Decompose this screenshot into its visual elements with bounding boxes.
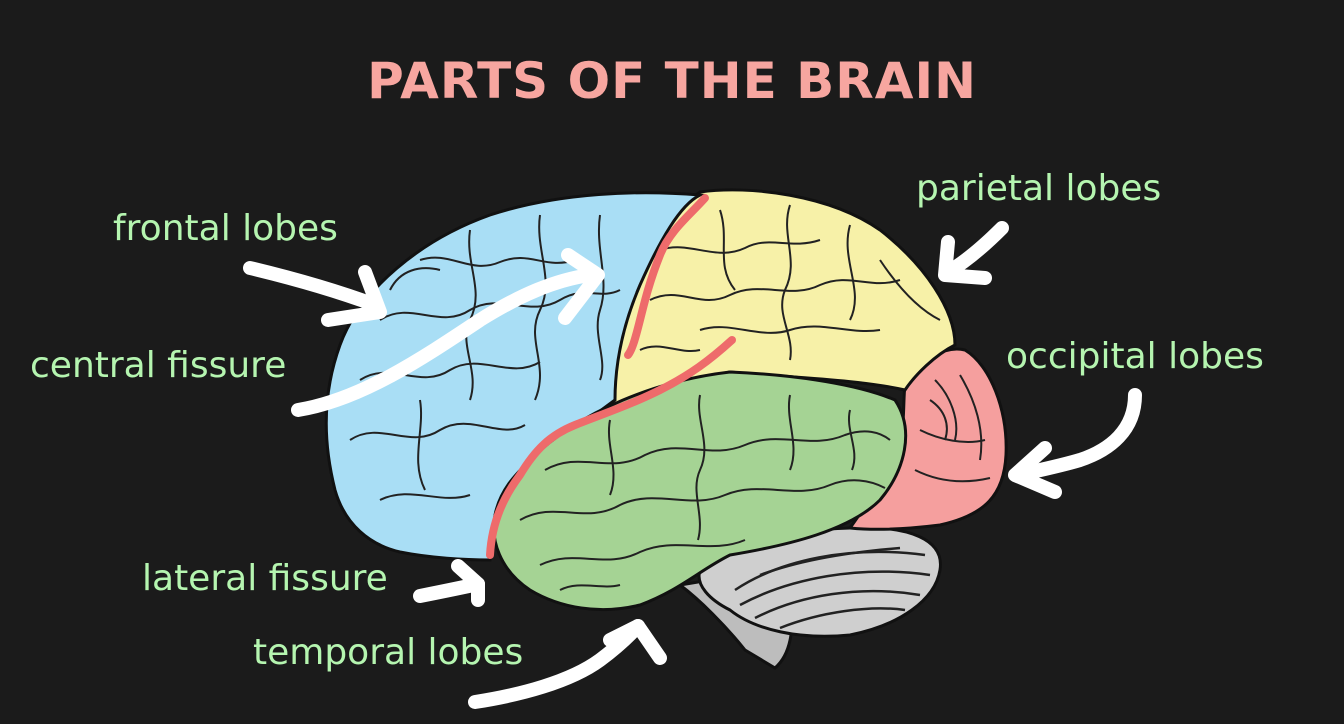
- parietal-lobes-label: parietal lobes: [916, 168, 1162, 209]
- central-arrow: [291, 268, 597, 417]
- temporal-lobe: [492, 370, 908, 612]
- occipital-arrow: [1011, 388, 1142, 482]
- occipital-folds: [914, 374, 991, 483]
- frontal-arrow-head: [321, 265, 387, 327]
- frontal-lobe: [324, 191, 706, 562]
- lateral-arrow: [413, 577, 485, 603]
- central-arrow-head: [558, 248, 605, 325]
- cerebellum-folds: [734, 546, 931, 630]
- central-fissure-line: [624, 194, 709, 359]
- central-fissure-label: central fissure: [30, 345, 287, 386]
- lateral-fissure-label: lateral fissure: [142, 558, 388, 599]
- temporal-arrow-head: [603, 619, 667, 665]
- temporal-folds: [519, 394, 891, 591]
- lateral-arrow-head: [451, 559, 485, 607]
- temporal-lobes-label: temporal lobes: [253, 632, 524, 673]
- frontal-arrow: [243, 261, 382, 312]
- page-title: PARTS OF THE BRAIN: [367, 52, 977, 110]
- lateral-fissure-line: [486, 336, 736, 559]
- arrows: [243, 221, 1142, 709]
- parietal-arrow-head: [938, 235, 992, 285]
- parietal-folds: [639, 204, 941, 361]
- parietal-arrow: [941, 221, 1009, 279]
- occipital-arrow-head: [1008, 441, 1062, 499]
- occipital-lobes-label: occipital lobes: [1006, 336, 1264, 377]
- frontal-lobes-label: frontal lobes: [113, 208, 338, 249]
